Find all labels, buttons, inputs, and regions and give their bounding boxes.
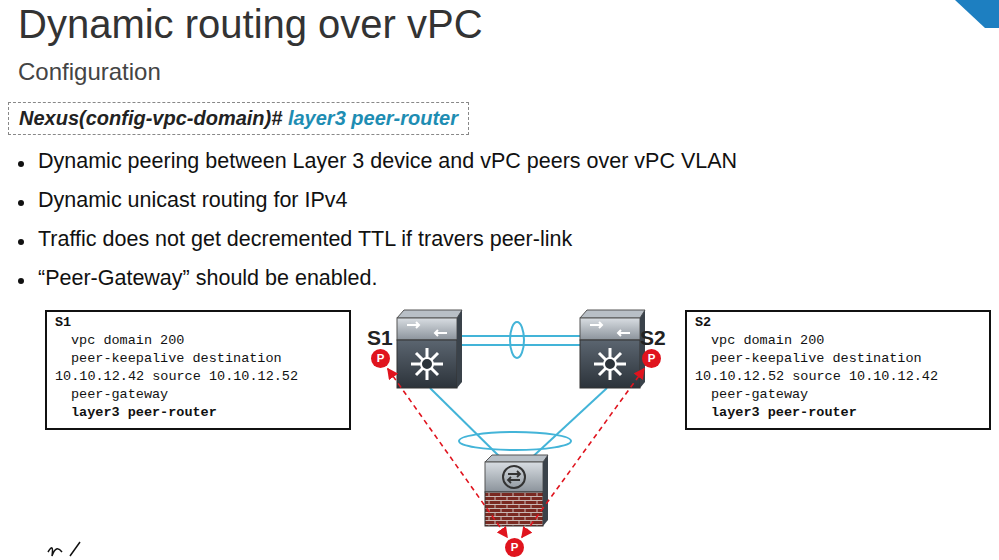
switch-icon — [580, 310, 645, 388]
bullet-text: “Peer-Gateway” should be enabled. — [38, 266, 377, 291]
node-text: vpc domain 200 — [695, 332, 981, 350]
node-text: layer3 peer-router — [55, 404, 341, 422]
bullet-text: Traffic does not get decremented TTL if … — [38, 227, 572, 252]
node-text: Nexus(config-vpc-domain)# — [19, 107, 282, 129]
subtitle: Configuration — [18, 58, 161, 86]
node-text: vpc domain 200 — [55, 332, 341, 350]
bullet-dot — [18, 200, 24, 206]
peer-badge: P — [642, 349, 661, 368]
bullet-dot — [18, 161, 24, 167]
peer-badge: P — [371, 349, 390, 368]
node-text: peer-keepalive destination 10.10.12.42 s… — [55, 350, 330, 386]
switch-label: S1 — [367, 326, 393, 350]
bullet-dot — [18, 278, 24, 284]
node-text: peer-keepalive destination 10.10.12.52 s… — [695, 350, 970, 386]
node-text: peer-gateway — [55, 386, 341, 404]
config-box: S2vpc domain 200peer-keepalive destinati… — [685, 310, 991, 430]
node-text: layer3 peer-router — [695, 404, 981, 422]
slide-title: Dynamic routing over vPC — [18, 2, 483, 47]
bullet-dot — [18, 239, 24, 245]
peering-arrow — [388, 369, 508, 538]
bullet-text: Dynamic peering between Layer 3 device a… — [38, 149, 737, 174]
switch-label: S2 — [640, 326, 666, 350]
node-text: S1 — [55, 314, 341, 332]
bullet-text: Dynamic unicast routing for IPv4 — [38, 188, 348, 213]
config-box: S1vpc domain 200peer-keepalive destinati… — [45, 310, 351, 430]
badge-letter: P — [377, 352, 385, 364]
peer-badge: P — [505, 538, 524, 557]
node-text: layer3 peer-router — [288, 107, 458, 129]
node-text: peer-gateway — [695, 386, 981, 404]
badge-letter: P — [648, 352, 656, 364]
node-text: S2 — [695, 314, 981, 332]
switch-icon — [397, 310, 462, 388]
handwritten-mark — [48, 542, 80, 556]
peering-arrow — [522, 369, 644, 538]
badge-letter: P — [511, 541, 519, 553]
command-box: Nexus(config-vpc-domain)# layer3 peer-ro… — [8, 102, 469, 135]
corner-ribbon — [955, 0, 999, 28]
